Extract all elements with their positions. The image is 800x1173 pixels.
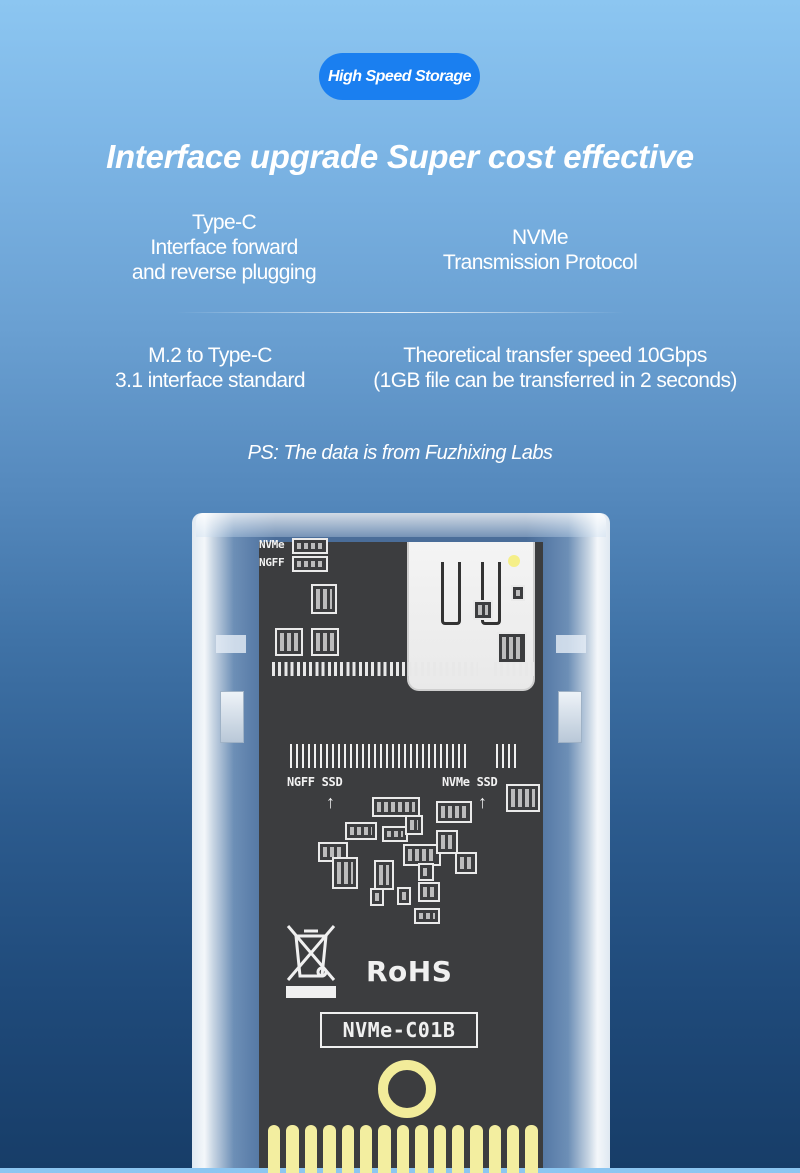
feature-line: NVMe (512, 226, 569, 249)
component-pad (332, 857, 358, 889)
feature-line: Type-C (191, 211, 257, 234)
jumper-pad (292, 556, 328, 572)
component-pad (397, 887, 411, 905)
silk-label-ngff: NGFF (259, 556, 285, 569)
component-pad (418, 863, 434, 881)
feature-line: and reverse plugging (131, 261, 317, 284)
feature-type-c: Type-C Interface forward and reverse plu… (100, 210, 348, 285)
weee-recycle-bin-icon (286, 925, 336, 998)
feature-line: Transmission Protocol (442, 251, 638, 274)
feature-nvme: NVMe Transmission Protocol (400, 225, 680, 275)
component-pad (372, 797, 420, 817)
component-pad (436, 801, 472, 823)
feature-line: Interface forward (150, 236, 298, 259)
shell-latch-right (558, 691, 582, 743)
component-pad (405, 815, 423, 835)
shell-top-edge (196, 513, 606, 537)
component-pad (403, 844, 441, 866)
mounting-hole-icon (378, 1060, 436, 1118)
m2-slot-pins (496, 744, 520, 768)
status-led-icon (508, 555, 520, 567)
jumper-pad (292, 538, 328, 554)
shell-clip-left (216, 635, 246, 653)
data-source-note: PS: The data is from Fuzhixing Labs (247, 442, 553, 464)
component-pad (418, 882, 440, 902)
component-pad (414, 908, 440, 924)
component-pad (506, 784, 540, 812)
component-pad (497, 632, 527, 664)
feature-transfer-speed: Theoretical transfer speed 10Gbps (1GB f… (340, 343, 770, 393)
silk-label-ngff-ssd: NGFF SSD (287, 775, 343, 789)
m2-slot-pins (290, 744, 470, 768)
usb-c-contact (441, 562, 461, 625)
component-pad (436, 830, 458, 854)
divider-line (175, 312, 625, 313)
shell-latch-left (220, 691, 244, 743)
component-pad (275, 628, 303, 656)
component-pad (473, 600, 493, 620)
component-pad (345, 822, 377, 840)
component-pad (374, 860, 394, 890)
shell-clip-right (556, 635, 586, 653)
feature-m2-to-type-c: M.2 to Type-C 3.1 interface standard (90, 343, 330, 393)
feature-line: Theoretical transfer speed 10Gbps (403, 344, 707, 367)
connector-pin-row (494, 662, 534, 676)
feature-line: M.2 to Type-C (148, 344, 272, 367)
feature-line: 3.1 interface standard (115, 369, 306, 392)
component-pad (511, 585, 525, 601)
headline: Interface upgrade Super cost effective (106, 138, 694, 175)
gold-finger-contacts (268, 1125, 540, 1173)
connector-pin-row (272, 662, 478, 676)
high-speed-storage-badge: High Speed Storage (319, 53, 480, 100)
arrow-up-icon: ↑ (478, 792, 487, 812)
component-pad (311, 628, 339, 656)
arrow-up-icon: ↑ (326, 792, 335, 812)
usb-c-contact (481, 562, 501, 625)
rohs-label: RoHS (366, 955, 453, 988)
model-number-label: NVMe-C01B (320, 1012, 478, 1048)
feature-line: (1GB file can be transferred in 2 second… (373, 369, 737, 392)
component-pad (311, 584, 337, 614)
silk-label-nvme: NVMe (259, 538, 285, 551)
silk-label-nvme-ssd: NVMe SSD (442, 775, 498, 789)
component-pad (455, 852, 477, 874)
component-pad (370, 888, 384, 906)
